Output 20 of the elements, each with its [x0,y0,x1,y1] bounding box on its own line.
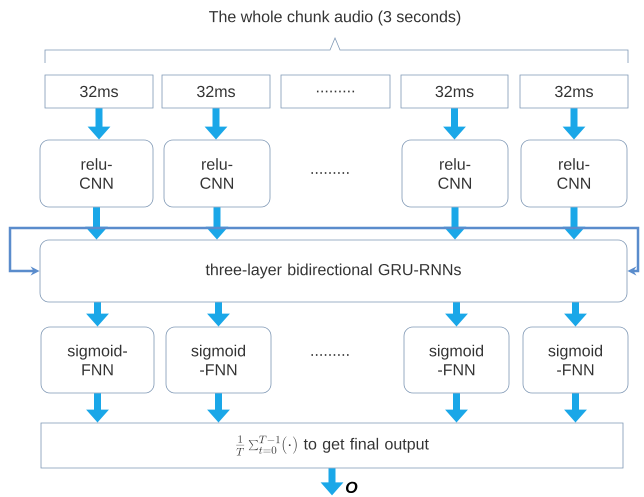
process-box: sigmoid -FNN [166,326,272,394]
ellipsis: ......... [311,172,349,174]
input-box: $\frac{1}{T}\sum_{t=0}^{T-1}(\cdot)$ to get final output [40,422,624,468]
input-box: 32ms [520,74,628,108]
process-box: relu- CNN [164,140,270,208]
input-box: ......... [280,74,390,108]
process-box: sigmoid -FNN [404,326,510,394]
process-box: three-layer bidirectional GRU-RNNs [40,240,628,302]
ellipsis: ......... [311,354,349,356]
process-box: sigmoid- FNN [40,326,154,394]
process-box: relu- CNN [40,140,154,208]
input-box: 32ms [162,74,270,108]
input-box: 32ms [400,74,508,108]
edge-label: O [344,480,359,494]
process-box: sigmoid -FNN [522,326,628,394]
feedback-arrow [335,226,640,276]
process-box: relu- CNN [402,140,508,208]
input-box: 32ms [44,74,154,108]
heading: The whole chunk audio (3 seconds) [209,10,460,26]
process-box: relu- CNN [520,140,628,208]
